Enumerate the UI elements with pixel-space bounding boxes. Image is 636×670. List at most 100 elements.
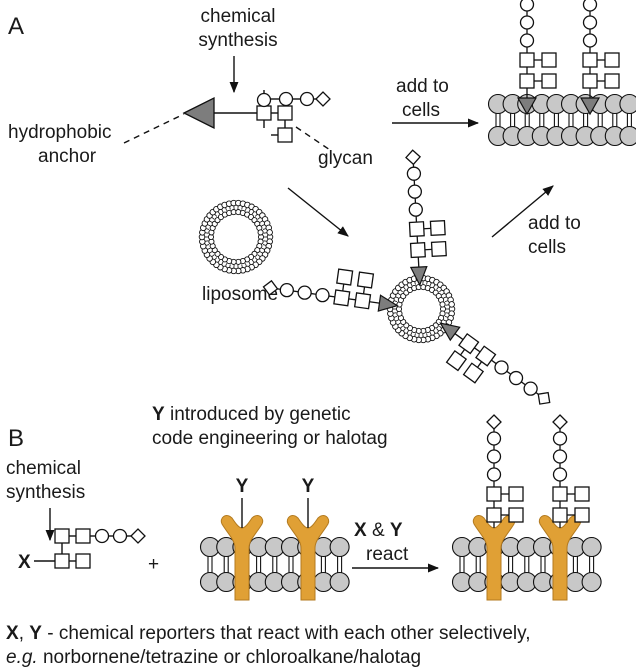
add-to-cells-top-1: add to (396, 76, 449, 97)
lipid-tail (261, 224, 265, 227)
galactose-circle (552, 431, 568, 446)
panel-a-label: A (8, 13, 24, 40)
lipid-tail (248, 209, 251, 213)
sialic-acid-diamond (552, 414, 568, 430)
lipid-tail (214, 257, 218, 260)
panel-b-label: B (8, 425, 24, 452)
y-reporter-left: Y (236, 476, 249, 497)
x-reporter-label: X (18, 552, 31, 573)
lipid-tail (259, 251, 263, 254)
galactose-circle (519, 33, 535, 48)
lipid-tail (406, 330, 409, 334)
glcnac-square (462, 362, 485, 384)
lipid-tail (262, 228, 266, 230)
lipid-tail (441, 292, 445, 296)
galactose-circle (582, 33, 598, 48)
glcnac-square (475, 345, 497, 367)
glcnac-square (429, 219, 446, 237)
lipid-tail (248, 261, 251, 265)
glcnac-square (486, 486, 502, 502)
galactose-circle (552, 449, 568, 464)
galactose-circle (299, 91, 315, 107)
glcnac-square (541, 73, 557, 89)
react-label-2: react (366, 544, 409, 565)
lipid-tail (217, 211, 221, 215)
sialic-acid-diamond (537, 391, 551, 405)
caption-line-2: e.g. norbornene/tetrazine or chloroalkan… (6, 647, 421, 668)
lipid-tail (207, 224, 211, 227)
glcnac-square (574, 507, 590, 523)
lipid-head (329, 571, 350, 593)
lipid-head (581, 536, 602, 558)
cell-membrane-b-right (451, 414, 602, 601)
lipid-tail (439, 325, 442, 329)
hydrophobic-anchor-triangle (182, 96, 215, 130)
lipid-tail (443, 296, 447, 299)
galactose-circle (407, 184, 423, 199)
lipid-tail (406, 284, 409, 288)
lipid-head (439, 301, 446, 308)
lipid-tail (229, 264, 231, 268)
glcnac-square (336, 268, 354, 286)
hydrophobic-anchor-label-1: hydrophobic (8, 122, 112, 143)
lipid-tail (444, 315, 448, 318)
lipid-tail (400, 325, 403, 329)
lipid-tail (403, 328, 406, 332)
glycan-label: glycan (318, 148, 373, 169)
membrane-glycans-a (516, 0, 620, 116)
lipid-tail (397, 292, 401, 296)
glcnac-square (353, 292, 372, 310)
add-to-cells-mid-2: cells (528, 237, 566, 258)
lipid-tail (244, 207, 247, 211)
lipid-tail (211, 217, 215, 220)
glcnac-square (552, 486, 568, 502)
lipid-tail (217, 259, 221, 263)
glcnac-square (333, 289, 351, 307)
glcnac-square (574, 486, 590, 502)
chemical-synthesis-b-1: chemical (6, 458, 81, 479)
lipid-tail (426, 281, 428, 285)
sialic-acid-diamond (315, 91, 331, 107)
galactose-circle (519, 15, 535, 30)
glcnac-square (541, 52, 557, 68)
lipid-tail (436, 286, 439, 290)
glcnac-square (604, 52, 620, 68)
x-glycoconjugate (34, 528, 146, 569)
y-introduced-line-1: Y introduced by genetic (152, 404, 351, 425)
chemical-synthesis-b-2: synthesis (6, 482, 85, 503)
galactose-circle (278, 91, 294, 107)
glcnac-square (445, 349, 468, 372)
lipid-tail (244, 263, 247, 267)
lipid-tail (443, 319, 447, 322)
caption-line-1: X, Y - chemical reporters that react wit… (6, 623, 531, 644)
lipid-tail (229, 206, 231, 210)
lipid-head (581, 571, 602, 593)
anchor-leader-line (123, 113, 185, 144)
glcnac-square (409, 242, 426, 259)
lipid-tail (251, 211, 255, 215)
glcnac-square (508, 507, 524, 523)
galactose-circle (408, 202, 423, 217)
liposome-with-glycans (262, 149, 551, 405)
lipid-tail (209, 220, 213, 223)
glcnac-square (582, 52, 598, 68)
lipid-tail (257, 254, 261, 257)
chemical-synthesis-label-1: chemical (201, 6, 276, 27)
lipid-tail (433, 330, 436, 334)
lipid-tail (261, 247, 265, 250)
lipid-tail (395, 296, 399, 299)
galactose-circle (486, 431, 502, 446)
lipid-head (329, 536, 350, 558)
lipid-tail (214, 214, 218, 217)
lipid-head (266, 229, 273, 236)
glcnac-square (519, 52, 535, 68)
liposome-path-arrow (287, 187, 349, 237)
glcnac-square (508, 486, 524, 502)
glcnac-square (277, 127, 293, 143)
lipid-tail (262, 244, 266, 246)
lipid-tail (426, 333, 428, 337)
lipid-tail (400, 289, 403, 293)
sialic-acid-diamond (486, 414, 502, 430)
lipid-tail (225, 263, 228, 267)
